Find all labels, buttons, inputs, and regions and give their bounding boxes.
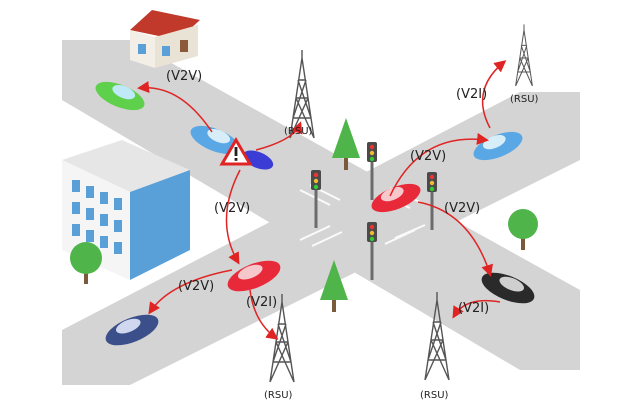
label-v2i-topright: (V2I) bbox=[456, 87, 487, 102]
label-v2v-top: (V2V) bbox=[166, 69, 202, 84]
car-green bbox=[95, 81, 145, 111]
road-network bbox=[62, 40, 580, 385]
tree-icon-round-left bbox=[70, 242, 102, 284]
label-v2i-bottom: (V2I) bbox=[246, 295, 277, 310]
label-rsu-bottom-right: (RSU) bbox=[420, 390, 449, 401]
tree-icon-round-right bbox=[508, 209, 538, 250]
building-icon bbox=[62, 140, 190, 280]
label-v2i-right: (V2I) bbox=[458, 301, 489, 316]
label-v2v-left: (V2V) bbox=[178, 279, 214, 294]
label-v2v-right: (V2V) bbox=[410, 149, 446, 164]
label-rsu-top-right: (RSU) bbox=[510, 94, 539, 105]
car-red-center bbox=[371, 183, 421, 213]
label-v2v-right2: (V2V) bbox=[444, 201, 480, 216]
warning-icon bbox=[219, 137, 253, 166]
road-diagonal-up bbox=[62, 92, 580, 385]
car-navy bbox=[105, 314, 159, 346]
house-icon bbox=[130, 10, 200, 68]
car-black bbox=[481, 272, 535, 304]
car-red-lower bbox=[227, 260, 281, 292]
label-rsu-bottom-left: (RSU) bbox=[264, 390, 293, 401]
label-rsu-top-center: (RSU) bbox=[284, 126, 313, 137]
label-v2v-mid: (V2V) bbox=[214, 201, 250, 216]
communication-arrows bbox=[137, 60, 507, 340]
car-blue-left bbox=[190, 125, 240, 155]
